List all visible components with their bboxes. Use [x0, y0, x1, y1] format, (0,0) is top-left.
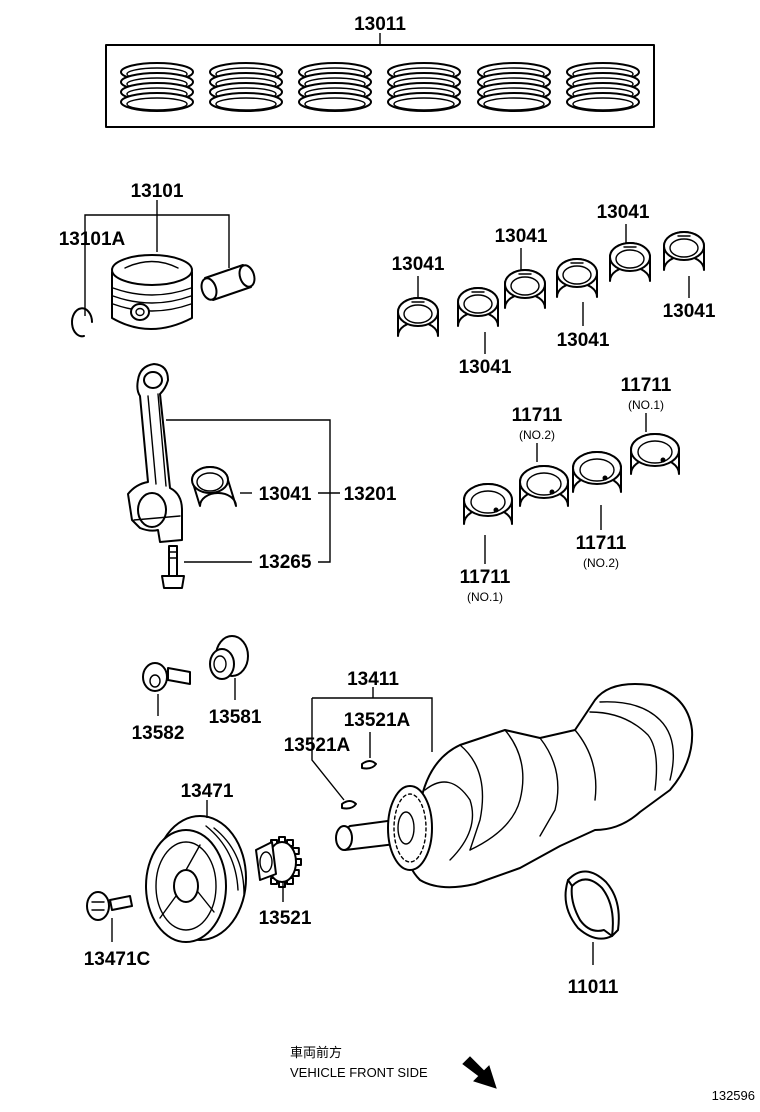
label-crankshaft: 13411	[347, 669, 399, 690]
label-pulley-bolt: 13471C	[84, 949, 151, 970]
ring-set-2	[209, 62, 283, 112]
note-japanese: 車両前方	[290, 1045, 342, 1060]
crankshaft[interactable]	[335, 683, 694, 889]
label-thrust-bearing-d: 11711	[460, 567, 511, 588]
label-main-bearing-f: 13041	[663, 301, 716, 322]
label-thrust-washer: 11011	[568, 977, 619, 998]
ring-set-5	[477, 62, 551, 112]
label-main-bearing-b: 13041	[459, 357, 512, 378]
pulley-bolt[interactable]	[86, 891, 133, 921]
label-rod-bolt: 13265	[259, 552, 312, 573]
label-thrust-bearing-a-sub: (NO.1)	[628, 398, 664, 412]
rod-bolt[interactable]	[161, 545, 185, 589]
crankshaft-pulley[interactable]	[145, 815, 247, 943]
label-main-bearing-c: 13041	[495, 226, 548, 247]
piston-pin-clip[interactable]	[71, 307, 93, 338]
ring-set-6	[566, 62, 640, 112]
rod-bearing[interactable]	[191, 466, 237, 507]
label-key-a: 13521A	[284, 735, 351, 756]
label-thrust-bearing-d-sub: (NO.1)	[467, 590, 503, 604]
thrust-bearing-shell-1[interactable]	[463, 483, 513, 525]
arrow-down-right-icon	[462, 1056, 497, 1089]
label-thrust-bearing-b-sub: (NO.2)	[519, 428, 555, 442]
note-english: VEHICLE FRONT SIDE	[290, 1065, 428, 1080]
ring-set-3	[298, 62, 372, 112]
label-thrust-bearing-c: 11711	[576, 533, 627, 554]
label-piston-pin-clip: 13101A	[59, 229, 126, 250]
label-piston-ring-set: 13011	[354, 14, 406, 35]
thrust-bearing-shell-3[interactable]	[572, 451, 622, 493]
connecting-rod[interactable]	[127, 363, 183, 543]
timing-gear[interactable]	[255, 836, 302, 888]
label-rod-bearing: 13041	[259, 484, 312, 505]
ring-set-1	[120, 62, 194, 112]
label-piston: 13101	[131, 181, 184, 202]
thrust-bearing-shell-4[interactable]	[630, 433, 680, 475]
label-thrust-bearing-c-sub: (NO.2)	[583, 556, 619, 570]
crankshaft-key-b[interactable]	[361, 760, 377, 770]
main-bearing-shell-6[interactable]	[663, 231, 705, 271]
label-bushing: 13581	[209, 707, 262, 728]
label-thrust-bearing-b: 11711	[512, 405, 563, 426]
label-main-bearing-d: 13041	[557, 330, 610, 351]
label-pulley: 13471	[181, 781, 234, 802]
main-bearing-shell-1[interactable]	[397, 297, 439, 337]
piston-pin[interactable]	[199, 263, 257, 301]
main-bearing-shell-3[interactable]	[504, 269, 546, 309]
label-connecting-rod: 13201	[344, 484, 397, 505]
ring-set-4	[387, 62, 461, 112]
piston-ring-set[interactable]	[105, 44, 655, 128]
label-main-bearing-e: 13041	[597, 202, 650, 223]
bolt[interactable]	[142, 662, 191, 692]
piston[interactable]	[111, 254, 193, 330]
main-bearing-shell-5[interactable]	[609, 242, 651, 282]
label-timing-gear: 13521	[259, 908, 312, 929]
label-key-b: 13521A	[344, 710, 411, 731]
main-bearing-shell-4[interactable]	[556, 258, 598, 298]
label-main-bearing-a: 13041	[392, 254, 445, 275]
main-bearing-shell-2[interactable]	[457, 287, 499, 327]
bushing[interactable]	[209, 635, 249, 680]
thrust-bearing-shell-2[interactable]	[519, 465, 569, 507]
label-bolt: 13582	[132, 723, 185, 744]
reference-number: 132596	[712, 1088, 755, 1103]
label-thrust-bearing-a: 11711	[621, 375, 672, 396]
thrust-washer[interactable]	[564, 870, 620, 940]
crankshaft-key-a[interactable]	[341, 800, 357, 810]
